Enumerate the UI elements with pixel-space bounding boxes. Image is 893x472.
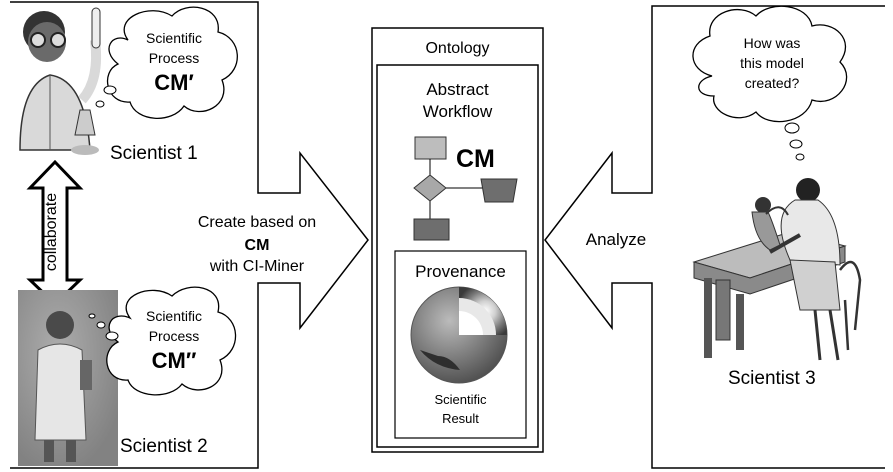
scientist-1-cloud-line1: Scientific (145, 30, 203, 46)
workflow-start-node (414, 136, 447, 160)
scientist-1-label: Scientist 1 (110, 143, 198, 164)
create-arrow-line1: Create based on (197, 214, 317, 231)
scientist-2-thought-cloud (88, 286, 237, 396)
scientist-1-cloud-line2: Process (148, 50, 200, 66)
scientist-3-figure (692, 178, 862, 361)
scientist-3-label: Scientist 3 (728, 368, 816, 389)
provenance-title: Provenance (415, 262, 506, 281)
workflow-end-node (413, 218, 450, 241)
scientist-1-model-label: CM′ (154, 70, 194, 95)
analyze-label: Analyze (585, 230, 647, 249)
create-arrow-line3: with CI-Miner (209, 258, 305, 275)
scientist-2-label: Scientist 2 (120, 436, 208, 457)
abstract-workflow-line1: Abstract (426, 80, 489, 99)
scientist-2-cloud-line1: Scientific (145, 308, 203, 324)
earth-core-icon (410, 286, 508, 384)
workflow-cm-label: CM (456, 145, 495, 173)
scientist-3-cloud-line3: created? (744, 75, 800, 91)
right-arrow-frame (544, 5, 885, 469)
scientist-3-thought-cloud (692, 5, 848, 161)
scientist-2-figure (18, 290, 118, 466)
abstract-workflow-line2: Workflow (422, 102, 493, 121)
workflow-output-node (480, 178, 518, 203)
scientist-1-figure (19, 7, 102, 155)
scientist-3-cloud-line2: this model (740, 55, 804, 71)
collaborate-label: collaborate (43, 192, 60, 272)
scientist-2-model-label: CM′′ (151, 348, 197, 373)
scientist-1-thought-cloud (95, 6, 238, 119)
ontology-title: Ontology (425, 40, 490, 57)
create-arrow-line2: CM (244, 237, 270, 254)
scientist-3-cloud-line1: How was (743, 35, 801, 51)
scientist-2-cloud-line2: Process (148, 328, 200, 344)
scientific-result-line2: Result (442, 411, 479, 426)
scientific-result-line1: Scientific (434, 392, 487, 407)
